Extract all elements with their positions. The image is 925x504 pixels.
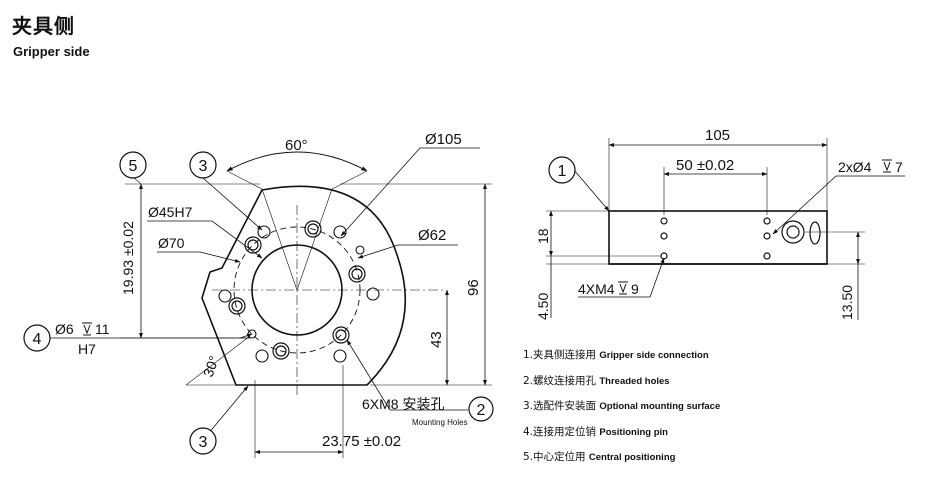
svg-text:9: 9	[631, 281, 639, 297]
callout-3-top: 3	[189, 151, 217, 179]
svg-text:2xØ4: 2xØ4	[838, 159, 872, 175]
mounting-holes-label-en: Mounting Holes	[412, 418, 468, 427]
dim-angle-60: 60°	[285, 137, 308, 154]
callout-4: 4	[23, 324, 51, 352]
dim-2x-dia-4: 2xØ4 7	[838, 159, 903, 175]
page-subtitle: Gripper side	[13, 44, 90, 59]
dim-dia-45h7: Ø45H7	[148, 204, 193, 220]
dim-19-93: 19.93 ±0.02	[120, 221, 136, 295]
dim-43: 43	[428, 331, 445, 348]
page-title: 夹具侧	[12, 14, 75, 38]
dim-4xm4: 4XM4 9	[578, 281, 639, 297]
legend-item: 4.连接用定位销 Positioning pin	[523, 425, 668, 438]
mounting-holes-label: 6XM8 安装孔	[362, 396, 444, 412]
svg-text:1: 1	[558, 163, 567, 180]
svg-text:4: 4	[33, 331, 42, 348]
callout-3-bottom: 3	[189, 427, 217, 455]
dim-13-50: 13.50	[839, 285, 855, 320]
svg-text:Ø6: Ø6	[55, 321, 74, 337]
dim-angle-30: 30°	[200, 354, 222, 379]
gripper-face-view	[50, 147, 492, 458]
legend-item: 1.夹具侧连接用 Gripper side connection	[523, 349, 709, 361]
dim-dia-70: Ø70	[158, 235, 185, 251]
legend-list: 1.夹具侧连接用 Gripper side connection 2.螺纹连接用…	[523, 346, 720, 474]
mounting-holes	[228, 220, 366, 360]
threaded-holes	[218, 225, 380, 363]
dim-23-75: 23.75 ±0.02	[322, 433, 401, 450]
dim-dia-62: Ø62	[418, 227, 446, 244]
legend-item: 2.螺纹连接用孔 Threaded holes	[523, 374, 670, 387]
callout-5: 5	[119, 151, 147, 179]
gripper-side-view	[546, 138, 905, 320]
dim-96: 96	[465, 279, 482, 296]
svg-text:H7: H7	[78, 341, 96, 357]
legend-item: 5.中心定位用 Central positioning	[523, 451, 676, 463]
dim-18: 18	[535, 228, 551, 244]
dim-105: 105	[705, 127, 730, 144]
gripper-body-outline	[201, 185, 407, 386]
svg-text:4XM4: 4XM4	[578, 281, 615, 297]
dim-4-50: 4.50	[535, 293, 551, 320]
svg-text:3: 3	[199, 158, 208, 175]
svg-text:2: 2	[477, 402, 486, 419]
legend-item: 3.选配件安装面 Optional mounting surface	[523, 400, 721, 412]
callout-2: 2	[468, 396, 494, 422]
dim-dia-6: Ø6 11 H7	[55, 321, 110, 357]
svg-text:7: 7	[895, 159, 903, 175]
dim-dia-105: Ø105	[425, 131, 462, 148]
dim-50: 50 ±0.02	[676, 157, 734, 174]
svg-text:3: 3	[199, 434, 208, 451]
callout-1: 1	[548, 156, 576, 184]
svg-text:5: 5	[129, 158, 138, 175]
svg-text:11: 11	[95, 321, 110, 337]
